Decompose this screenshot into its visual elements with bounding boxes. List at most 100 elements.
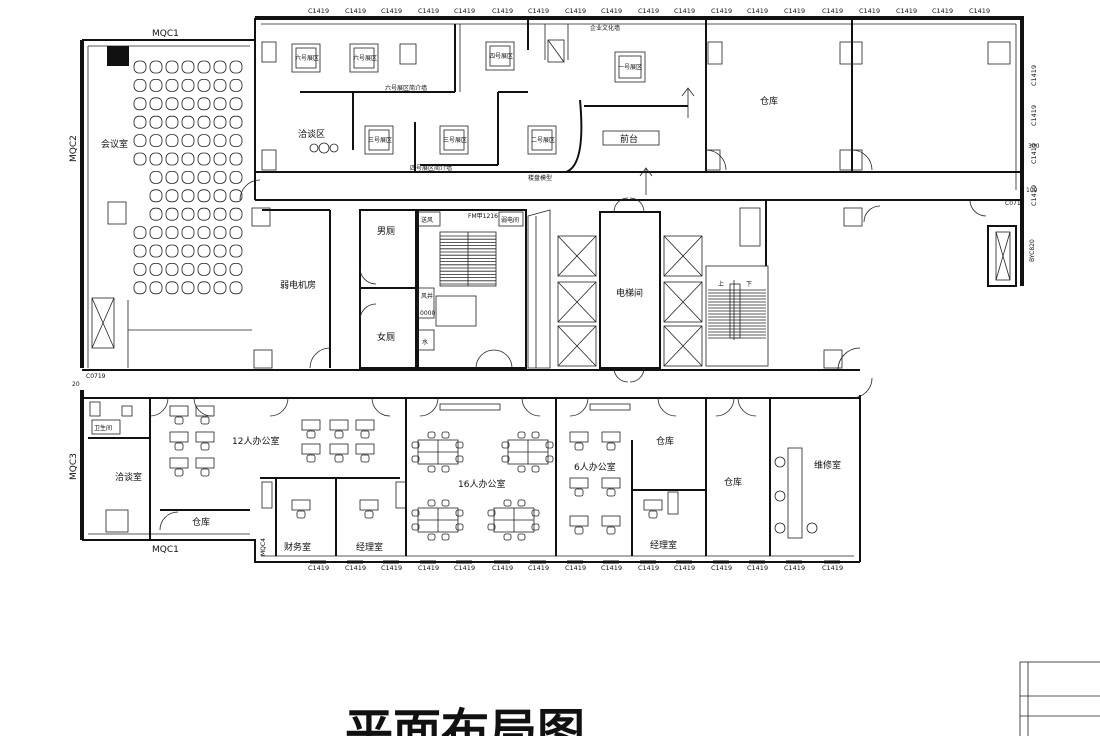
repair-bench (787, 447, 803, 539)
meeting-seat (165, 207, 179, 221)
window-label-top: C1419 (418, 7, 439, 15)
pod-chair (441, 499, 450, 507)
window-label-top: C1419 (381, 7, 402, 15)
east-stair: 上 下 (705, 265, 769, 367)
chair (574, 442, 584, 451)
stair-down-mark: 下 (746, 281, 752, 288)
window-label-top: C1419 (638, 7, 659, 15)
meeting-seat (213, 97, 227, 111)
meeting-seat (133, 226, 147, 240)
window-label-top: C1419 (308, 7, 329, 15)
chair (648, 510, 658, 519)
manager-room-2-label: 经理室 (650, 539, 677, 551)
meeting-seat (229, 262, 243, 276)
meeting-seat (229, 134, 243, 148)
meeting-seat (229, 207, 243, 221)
meeting-seat (149, 170, 163, 184)
elevator-cross (663, 281, 703, 323)
meeting-seat (197, 60, 211, 74)
meeting-seat (165, 152, 179, 166)
chair (174, 468, 184, 477)
pod-chair (503, 533, 512, 541)
meeting-seat (165, 60, 179, 74)
meeting-seat (197, 97, 211, 111)
lower-offices: 卫生间 洽谈室 仓库 财务室 经理室 12人办公室 16人办公室 6人办公室 仓… (88, 397, 841, 556)
window-label-top: C1419 (565, 7, 586, 15)
door-swing (715, 397, 735, 417)
meeting-seat (149, 79, 163, 92)
dim-20-label: 20 (72, 381, 80, 388)
office-16-label: 16人办公室 (458, 478, 505, 490)
meeting-seat (197, 226, 211, 240)
elevator-shaft (663, 235, 703, 277)
exhibit-label: 三号展区 (443, 137, 467, 144)
meeting-seat (149, 97, 163, 111)
window-label-bottom: C1419 (747, 564, 768, 572)
exhibit-inner (443, 129, 465, 151)
desk (329, 419, 349, 431)
meeting-seat (229, 226, 243, 240)
door-swing (269, 397, 289, 417)
pod-chair (487, 523, 496, 531)
elevator-cross (557, 235, 597, 277)
meeting-seat (197, 189, 211, 203)
meeting-seat (229, 115, 243, 129)
top-warehouses: 仓库 (705, 18, 1011, 172)
meeting-seat (229, 152, 243, 166)
meeting-seat (181, 226, 195, 240)
window-label-bottom: C1419 (418, 564, 439, 572)
meeting-seat (165, 97, 179, 111)
meeting-seat (165, 262, 179, 276)
desk (569, 431, 589, 443)
meeting-seat (213, 226, 227, 240)
desk (601, 515, 621, 527)
chair (574, 526, 584, 535)
meeting-seat (133, 262, 147, 276)
elevator-shafts (557, 235, 703, 367)
meeting-room: 会议室 (91, 46, 252, 368)
meeting-seat (165, 170, 179, 184)
desk (291, 499, 311, 511)
meeting-seat (213, 244, 227, 258)
window-label-bottom: C1419 (528, 564, 549, 572)
pod-chair (411, 523, 420, 531)
meeting-seat (213, 189, 227, 203)
window-label-top: C1419 (859, 7, 880, 15)
pod-chair (545, 455, 554, 463)
window-label-bottom: C1419 (674, 564, 695, 572)
meeting-seat (197, 207, 211, 221)
c1419-right-3: C1419 (1030, 143, 1038, 164)
meeting-seat (229, 189, 243, 203)
desk (601, 431, 621, 443)
finance-room-label: 财务室 (284, 541, 311, 553)
c1419-right-1: C1419 (1030, 65, 1038, 86)
dim-300-label: 300 (1028, 143, 1040, 150)
pod-chair (411, 455, 420, 463)
meeting-seat (181, 79, 195, 92)
meeting-seat (197, 134, 211, 148)
meeting-seat (213, 79, 227, 92)
meeting-seat (181, 189, 195, 203)
meeting-seat (213, 152, 227, 166)
mqc4-label: MQC4 (260, 538, 267, 556)
dim-100-label: 100 (1026, 187, 1038, 194)
meeting-seat (181, 281, 195, 295)
desk (301, 443, 321, 455)
meeting-seat (149, 207, 163, 221)
window-label-bottom: C1419 (492, 564, 513, 572)
desk (643, 499, 663, 511)
meeting-seat (181, 152, 195, 166)
pod-chair (411, 441, 420, 449)
meeting-seat (213, 60, 227, 74)
meeting-seat (149, 60, 163, 74)
chair (606, 442, 616, 451)
desk (355, 443, 375, 455)
exhibit-stand (364, 125, 394, 155)
exhibit-stand (614, 51, 646, 83)
meeting-seat (181, 134, 195, 148)
womens-room-label: 女厕 (377, 331, 395, 343)
warehouse-top-label: 仓库 (760, 95, 778, 107)
window-code-label: 0000 (420, 310, 435, 317)
window-label-top: C1419 (822, 7, 843, 15)
